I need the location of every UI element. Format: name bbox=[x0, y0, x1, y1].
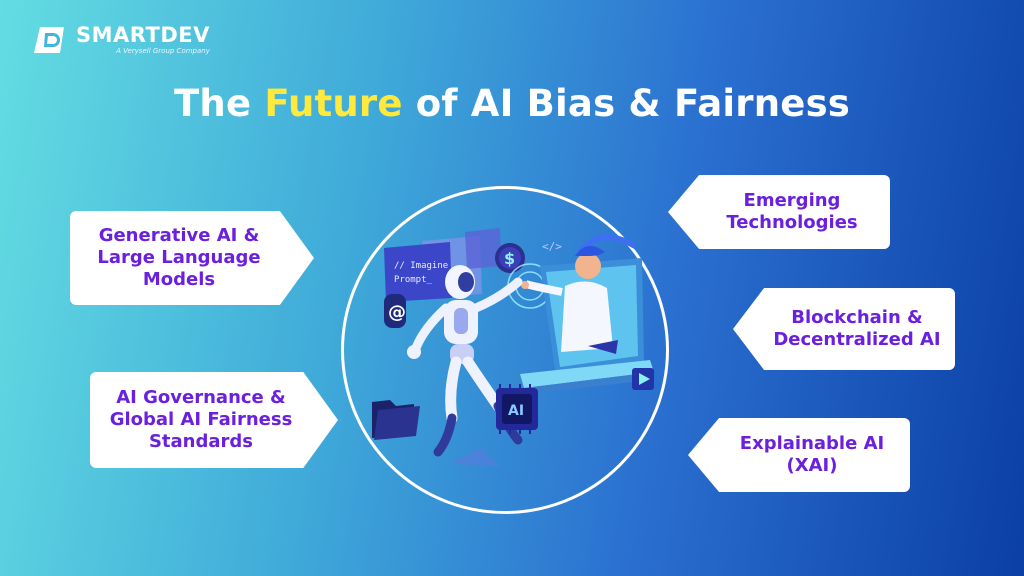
title-suffix: of AI Bias & Fairness bbox=[402, 82, 851, 125]
at-sign-icon: @ bbox=[384, 294, 406, 328]
item-emerging-technologies: Emerging Technologies bbox=[668, 175, 890, 249]
page-title: The Future of AI Bias & Fairness bbox=[0, 82, 1024, 125]
item-ai-governance: AI Governance & Global AI Fairness Stand… bbox=[90, 372, 338, 468]
brand-text: SMARTDEV A Verysell Group Company bbox=[76, 24, 210, 55]
at-symbol: @ bbox=[388, 302, 406, 323]
brand-name: SMARTDEV bbox=[76, 23, 210, 47]
item-explainable-ai: Explainable AI (XAI) bbox=[688, 418, 910, 492]
item-generative-ai: Generative AI & Large Language Models bbox=[70, 211, 314, 305]
ai-chip-text: AI bbox=[508, 403, 524, 419]
brand-logo: SMARTDEV A Verysell Group Company bbox=[34, 24, 210, 55]
woman-figure bbox=[521, 234, 637, 354]
smartdev-logo-icon bbox=[34, 26, 64, 53]
prompt-text-line2: Prompt_ bbox=[394, 275, 433, 285]
item-blockchain: Blockchain & Decentralized AI bbox=[733, 288, 955, 370]
prompt-text-line1: // Imagine bbox=[394, 261, 448, 271]
item-label: Generative AI & Large Language Models bbox=[97, 225, 261, 290]
play-button-icon bbox=[632, 368, 654, 390]
code-tag-icon: </> bbox=[542, 240, 562, 253]
item-label: Emerging Technologies bbox=[726, 190, 858, 233]
folder-icon bbox=[372, 400, 420, 440]
item-label: AI Governance & Global AI Fairness Stand… bbox=[109, 387, 293, 452]
floor-shape bbox=[450, 448, 500, 466]
title-highlight: Future bbox=[264, 82, 403, 125]
dollar-coin-icon: $ bbox=[495, 243, 525, 273]
brand-tagline: A Verysell Group Company bbox=[116, 47, 210, 55]
item-label: Blockchain & Decentralized AI bbox=[773, 307, 941, 350]
ai-illustration: // Imagine Prompt_ $ </> @ bbox=[372, 228, 654, 466]
dollar-symbol: $ bbox=[504, 249, 515, 268]
robot-figure bbox=[407, 265, 523, 457]
prompt-panel: // Imagine Prompt_ bbox=[384, 228, 501, 302]
item-label: Explainable AI (XAI) bbox=[739, 433, 885, 476]
ai-chip-icon: AI bbox=[496, 384, 538, 434]
title-prefix: The bbox=[173, 82, 265, 125]
center-circle bbox=[341, 186, 669, 514]
